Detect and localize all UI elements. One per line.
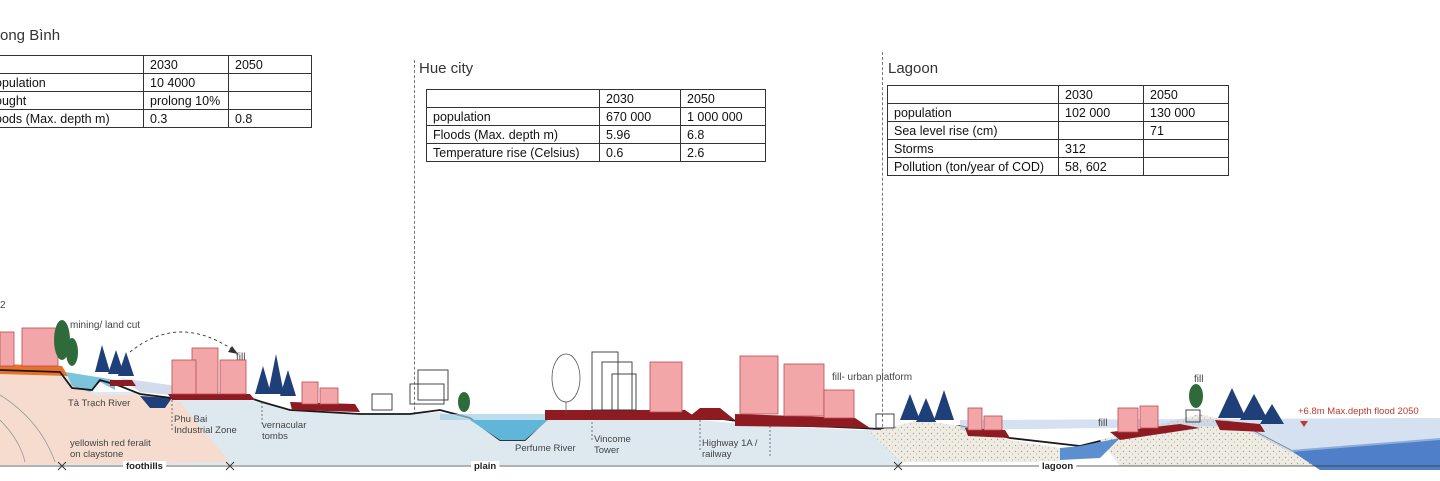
table-cell: 2.6 [680,143,766,162]
flood-marker-icon [1300,421,1308,427]
table-header-row: 2030 2050 [887,85,1229,104]
label-fill-c: fill [1194,374,1203,385]
table-hue-city: 2030 2050 population 670 000 1 000 000 F… [426,89,766,162]
table-cell: 2030 [143,55,229,74]
label-urban-platform: fill- urban platform [832,372,912,383]
red-platform-lagoon-right [1110,424,1200,440]
divider-lagoon [882,52,883,442]
zone-ticks [57,461,903,471]
table-cell: 102 000 [1058,103,1144,122]
soil-wedge [0,372,230,465]
label-highway-1: Highway 1A / [702,438,758,449]
pink-buildings [0,327,1159,433]
table-cell [1143,157,1229,176]
region-title-hue-city: Hue city [419,60,474,77]
table-row: Floods (Max. depth m) 5.96 6.8 [426,125,766,144]
perfume-river [470,420,548,440]
arrow-head-icon [228,346,238,354]
table-quang-binh: 2030 2050 opulation 10 4000 ought prolon… [0,55,312,128]
table-row: Storms 312 [887,139,1229,158]
label-flood-note: +6.8m Max.depth flood 2050 [1298,406,1419,417]
label-highway-2: railway [702,449,732,460]
red-platform-city [545,410,700,420]
label-vincome-1: Vincome [594,434,631,445]
lagoon-water [1060,438,1120,460]
label-vincome-2: Tower [594,445,619,456]
zone-label-plain: plain [474,461,496,472]
label-phu-bai-2: Industrial Zone [174,425,237,436]
red-platform-dune [1215,420,1265,432]
river-flood-band [440,414,560,420]
outline-buildings [371,351,1201,429]
soil-lines [0,394,56,463]
table-cell: 5.96 [599,125,681,144]
table-cell: 130 000 [1143,103,1229,122]
label-digit: 2 [0,300,6,311]
table-cell: Pollution (ton/year of COD) [887,157,1059,176]
table-cell: 0.8 [228,109,312,128]
red-platform-phu-bai [168,394,255,400]
label-vernacular-2: tombs [262,431,288,442]
label-fill-b: fill [1098,418,1107,429]
sea-water [1290,438,1440,470]
table-lagoon: 2030 2050 population 102 000 130 000 Sea… [887,85,1229,176]
table-cell: prolong 10% [143,91,229,110]
pointer-lines [171,400,771,458]
region-title-quang-binh: ong Bình [0,27,61,44]
label-vernacular-1: vernacular [262,420,306,431]
region-title-lagoon: Lagoon [888,60,939,77]
table-row: population 102 000 130 000 [887,103,1229,122]
table-cell: population [887,103,1059,122]
trees-outline [551,353,581,414]
red-platform-vernacular [290,402,360,412]
table-cell: Storms [887,139,1059,158]
table-row: Pollution (ton/year of COD) 58, 602 [887,157,1229,176]
divider-hue [414,60,415,450]
table-cell: 0.6 [599,143,681,162]
table-row: oods (Max. depth m) 0.3 0.8 [0,109,312,128]
red-platform-highway [685,408,735,420]
label-ta-trach: Tả Trạch River [68,398,130,409]
table-cell: population [426,107,600,126]
trees-green [54,320,1203,412]
label-phu-bai-1: Phu Bai [174,414,207,425]
table-row: Sea level rise (cm) 71 [887,121,1229,140]
sea-flood-band [960,418,1440,452]
ta-trach-river [66,372,115,392]
label-soil-1: yellowish red feralit [70,438,151,449]
red-platform-small-left [110,380,136,386]
orange-fill [0,364,68,376]
label-soil-2: on claystone [70,449,123,460]
table-cell: Floods (Max. depth m) [426,125,600,144]
table-cell: 58, 602 [1058,157,1144,176]
sand-dune-left [870,420,1060,462]
lake-water [140,396,172,408]
table-cell: 0.3 [143,109,229,128]
label-fill-a: fill [236,352,245,363]
label-mining: mining/ land cut [70,320,140,331]
table-cell: opulation [0,73,144,92]
zone-label-foothills: foothills [126,461,163,472]
red-platform-lagoon-left [965,428,1010,438]
table-cell: Sea level rise (cm) [887,121,1059,140]
table-row: population 670 000 1 000 000 [426,107,766,126]
mining-arrow [129,331,237,353]
label-perfume-river: Perfume River [515,443,576,454]
table-row: Temperature rise (Celsius) 0.6 2.6 [426,143,766,162]
trees-blue [95,345,1284,424]
table-cell: Temperature rise (Celsius) [426,143,600,162]
table-cell: oods (Max. depth m) [0,109,144,128]
zone-label-lagoon: lagoon [1042,461,1073,472]
